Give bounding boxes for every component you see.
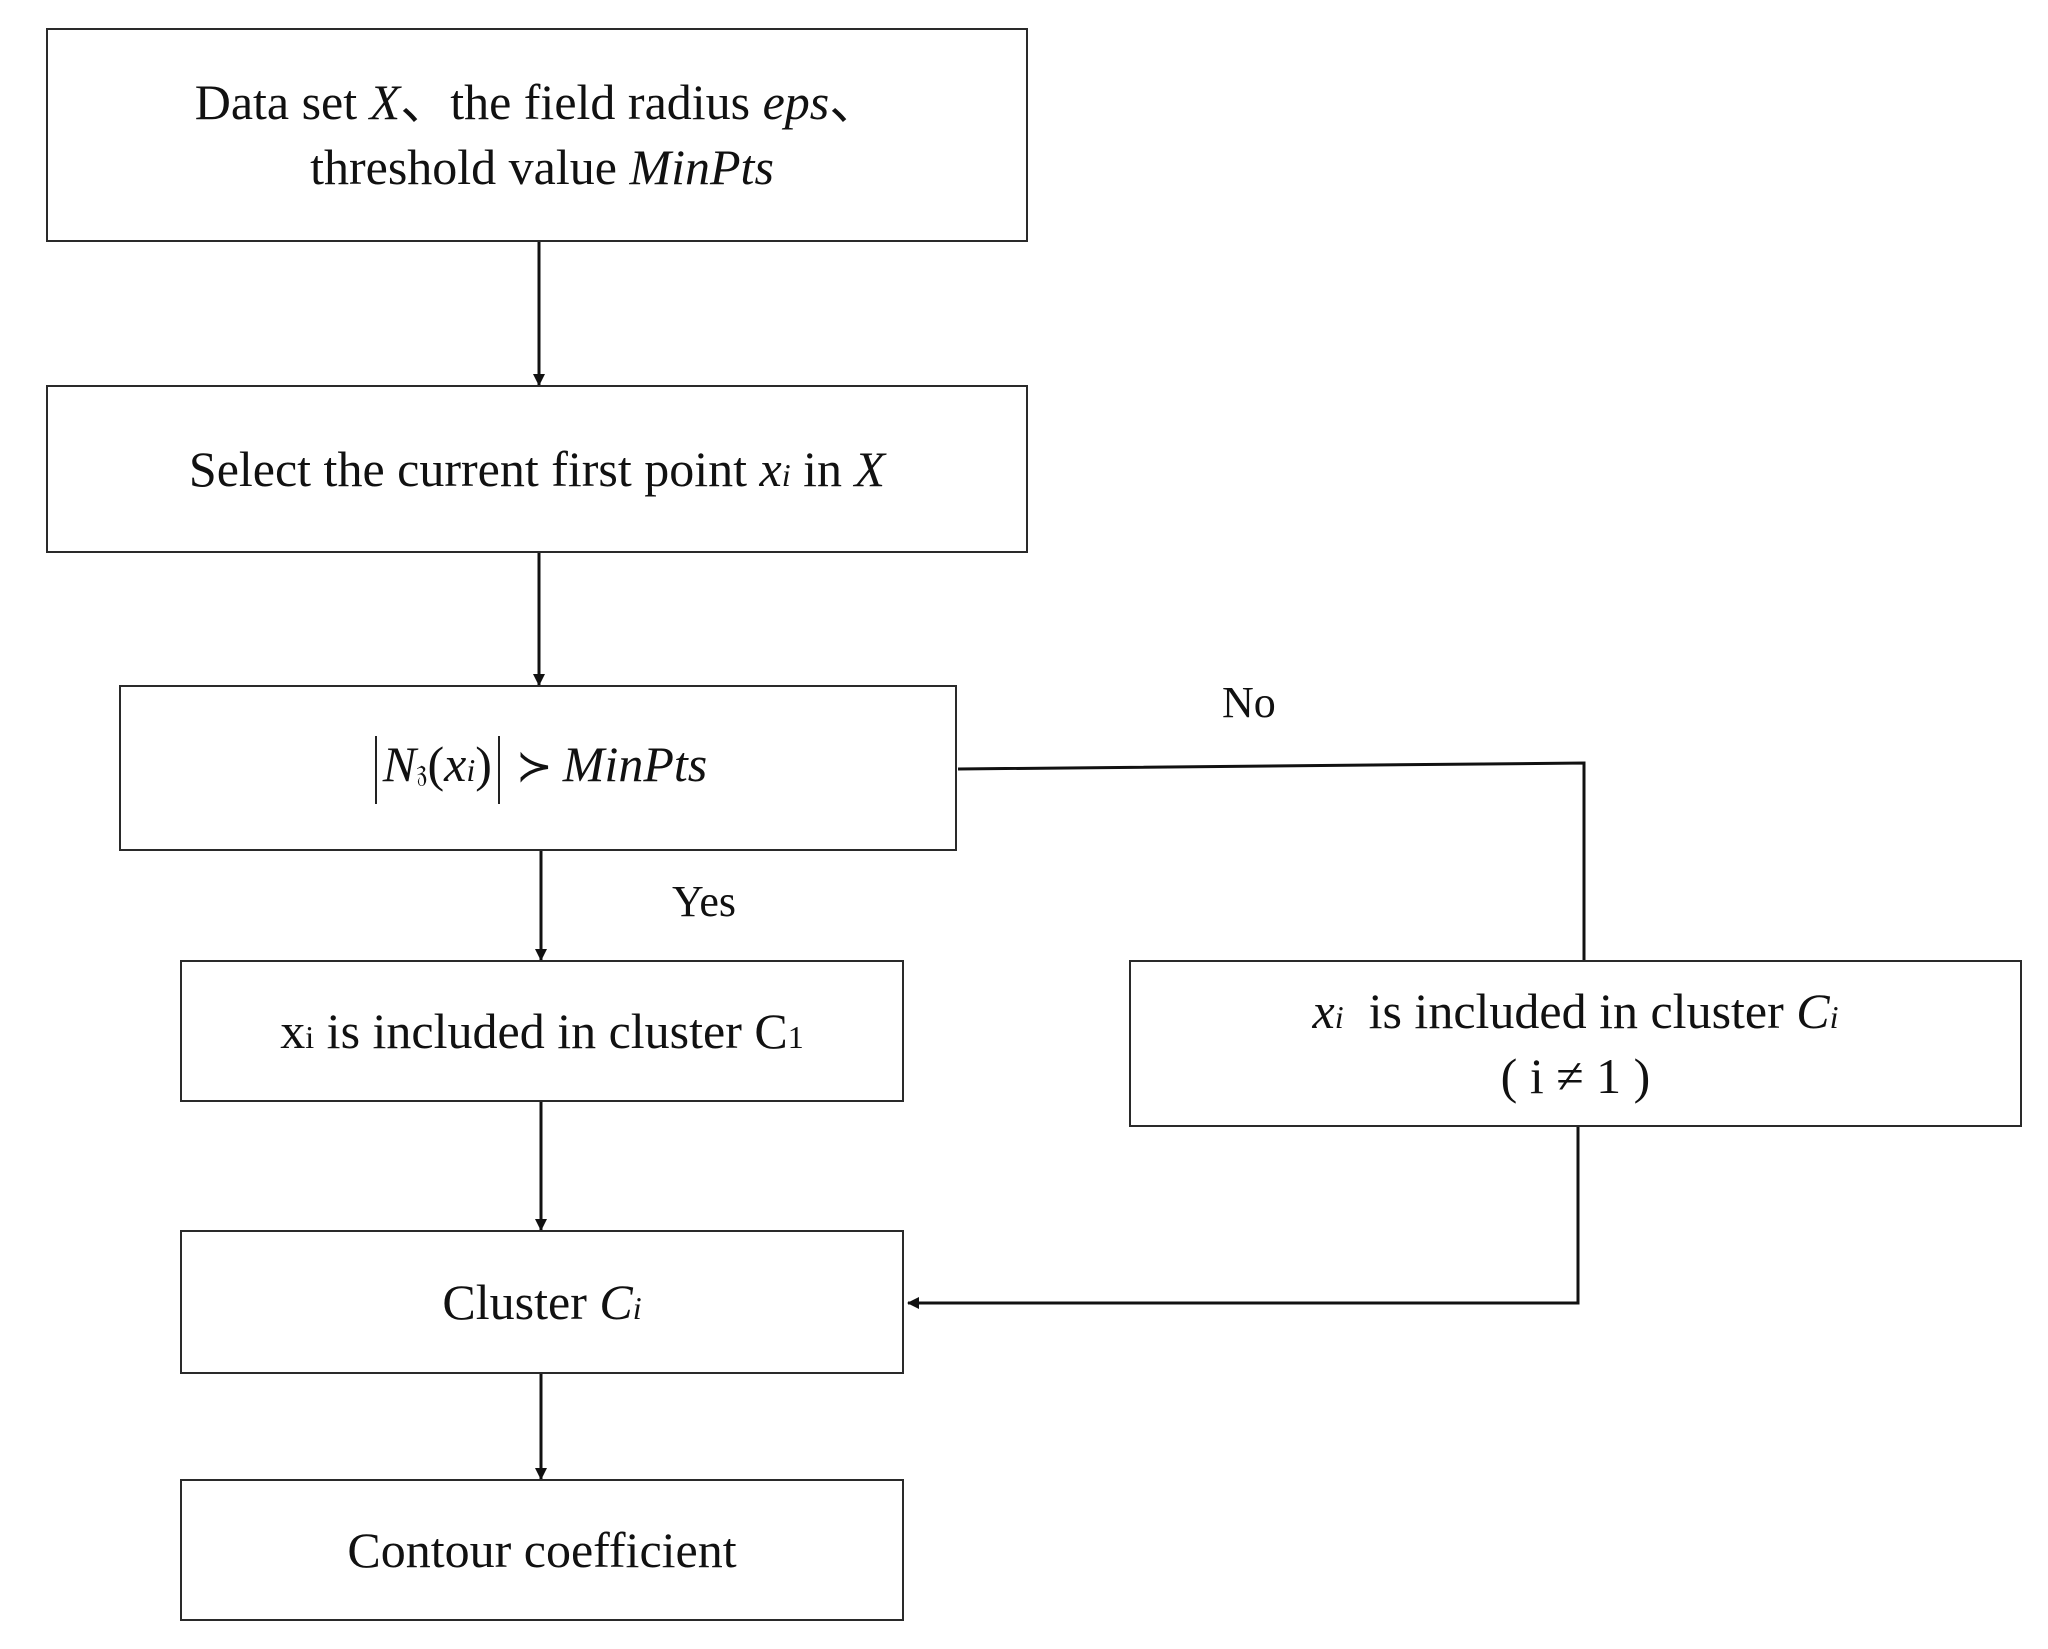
- cluster-subscript: i: [632, 1289, 642, 1326]
- input-line-2: threshold value MinPts: [310, 135, 774, 200]
- select-box: Select the current first point xi in X: [46, 385, 1028, 553]
- contour-text: Contour coefficient: [347, 1521, 737, 1578]
- point-symbol: x: [1312, 982, 1335, 1039]
- paren: (: [427, 736, 445, 793]
- minpts-symbol: MinPts: [629, 139, 774, 195]
- select-label: in: [790, 440, 855, 497]
- edge-ci-to-cluster: [907, 1127, 1580, 1309]
- include-ci-line-2: ( i ≠ 1 ): [1500, 1047, 1651, 1104]
- condition-formula: N𝔷(xi) ≻MinPts: [369, 732, 707, 804]
- input-text: 、: [829, 74, 880, 130]
- select-label: Select the current first point: [188, 440, 760, 497]
- cluster-subscript: i: [1829, 998, 1839, 1035]
- eps-symbol: eps: [762, 74, 830, 130]
- input-text: threshold value: [310, 139, 630, 195]
- cluster-subscript: 1: [787, 1018, 804, 1055]
- dataset-symbol: X: [854, 440, 886, 497]
- neighborhood-symbol: N: [382, 736, 417, 793]
- include-ci-line-1: xi is included in cluster Ci: [1312, 979, 1838, 1044]
- include-label: is included in cluster: [1343, 982, 1797, 1039]
- input-line-1: Data set X、the field radius eps、: [195, 70, 880, 135]
- point-symbol: x: [280, 1002, 306, 1059]
- input-box: Data set X、the field radius eps、 thresho…: [46, 28, 1028, 242]
- include-c1-text: xi is included in cluster C1: [280, 999, 803, 1064]
- cluster-symbol: C: [599, 1273, 633, 1330]
- condition-box: N𝔷(xi) ≻MinPts: [119, 685, 957, 851]
- cluster-label: Cluster: [442, 1273, 600, 1330]
- point-subscript: i: [305, 1018, 315, 1055]
- cluster-symbol: C: [1796, 982, 1830, 1039]
- abs-bar-left: [374, 735, 377, 804]
- abs-bar-right: [497, 735, 500, 804]
- succeeds-operator: ≻: [515, 741, 553, 793]
- dataset-symbol: X: [369, 74, 401, 130]
- input-text: Data set: [194, 74, 370, 130]
- select-text: Select the current first point xi in X: [189, 437, 885, 502]
- edge-label-no: No: [1222, 678, 1276, 727]
- point-subscript: i: [781, 456, 791, 493]
- include-label: is included in cluster C: [314, 1002, 788, 1059]
- contour-box: Contour coefficient: [180, 1479, 904, 1621]
- include-ci-box: xi is included in cluster Ci ( i ≠ 1 ): [1129, 960, 2022, 1127]
- cluster-text: Cluster Ci: [442, 1270, 641, 1335]
- paren: ): [475, 736, 492, 793]
- include-c1-box: xi is included in cluster C1: [180, 960, 904, 1102]
- edge-condition-no: [957, 761, 1586, 966]
- minpts-symbol: MinPts: [562, 736, 708, 793]
- cluster-box: Cluster Ci: [180, 1230, 904, 1374]
- neighborhood-subscript: 𝔷: [416, 752, 428, 789]
- point-symbol: x: [759, 440, 782, 497]
- point-subscript: i: [1334, 998, 1344, 1035]
- edge-label-yes: Yes: [672, 877, 737, 926]
- input-text: 、the field radius: [400, 74, 763, 130]
- point-symbol: x: [444, 736, 467, 793]
- point-subscript: i: [466, 752, 476, 789]
